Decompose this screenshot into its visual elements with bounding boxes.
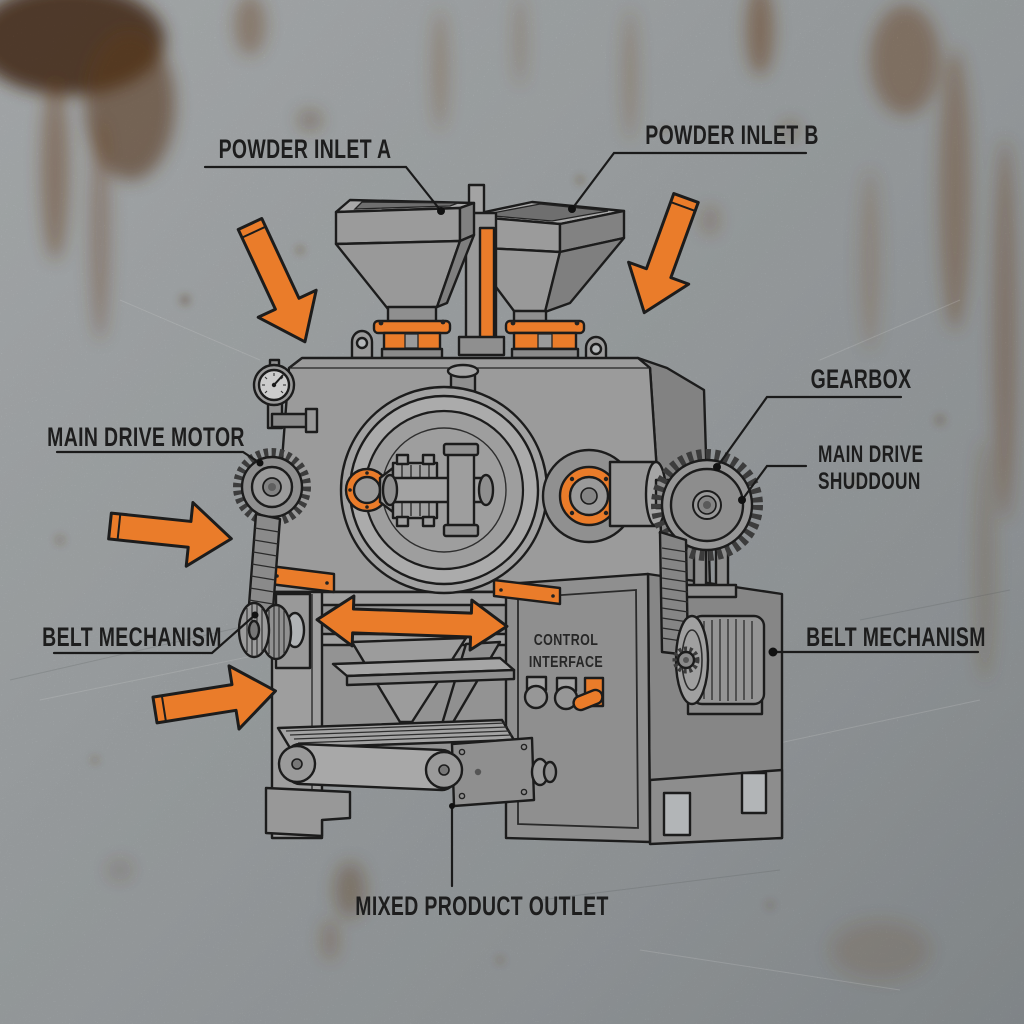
flow-arrow-inlet-a — [236, 217, 318, 344]
base-rails — [268, 564, 562, 606]
label-main-drive-shutdown-line2: SHUDDOUN — [818, 467, 921, 495]
motor-right — [672, 614, 766, 716]
drive-coupling — [344, 442, 495, 538]
label-gearbox: GEARBOX — [810, 364, 912, 394]
label-main-drive-shutdown: MAIN DRIVE SHUDDOUN — [818, 441, 924, 496]
leader-belt-mechanism-right — [768, 647, 980, 657]
flow-arrow-mixing — [315, 594, 509, 652]
leader-powder-inlet-a — [203, 165, 445, 215]
label-control-interface-line1: CONTROL — [533, 632, 599, 649]
control-knobs — [523, 675, 605, 712]
pulley-left — [237, 592, 312, 670]
conveyor — [276, 718, 558, 808]
hopper-a — [334, 198, 476, 360]
label-mixed-product-outlet: MIXED PRODUCT OUTLET — [355, 891, 609, 921]
lifting-eye-right — [584, 335, 608, 364]
control-knob-3[interactable] — [571, 676, 605, 712]
label-control-interface: CONTROL INTERFACE — [529, 630, 603, 673]
leader-main-drive-motor — [55, 450, 264, 467]
leader-gearbox — [713, 395, 903, 471]
label-belt-mechanism-right: BELT MECHANISM — [806, 622, 986, 652]
label-powder-inlet-a: POWDER INLET A — [218, 134, 392, 164]
flow-arrow-inlet-b — [627, 192, 700, 315]
flow-arrow-left-low — [151, 664, 277, 731]
label-main-drive-shutdown-line1: MAIN DRIVE — [818, 441, 924, 468]
discharge-funnel — [331, 636, 516, 726]
pressure-gauge — [252, 358, 319, 434]
flow-arrow-left-mid — [107, 501, 233, 568]
lifting-eye-left — [350, 329, 374, 360]
leader-mixed-product-outlet — [449, 803, 455, 888]
label-main-drive-motor: MAIN DRIVE MOTOR — [47, 422, 245, 452]
leader-belt-mechanism-left — [52, 611, 259, 655]
leader-lines — [52, 151, 980, 888]
leader-powder-inlet-b — [568, 151, 808, 213]
label-control-interface-line2: INTERFACE — [528, 653, 604, 671]
flow-arrows — [107, 192, 700, 731]
gearbox-gear — [651, 449, 763, 599]
label-powder-inlet-b: POWDER INLET B — [645, 120, 819, 150]
label-belt-mechanism-left: BELT MECHANISM — [42, 622, 222, 652]
leader-main-drive-shutdown — [738, 464, 808, 504]
